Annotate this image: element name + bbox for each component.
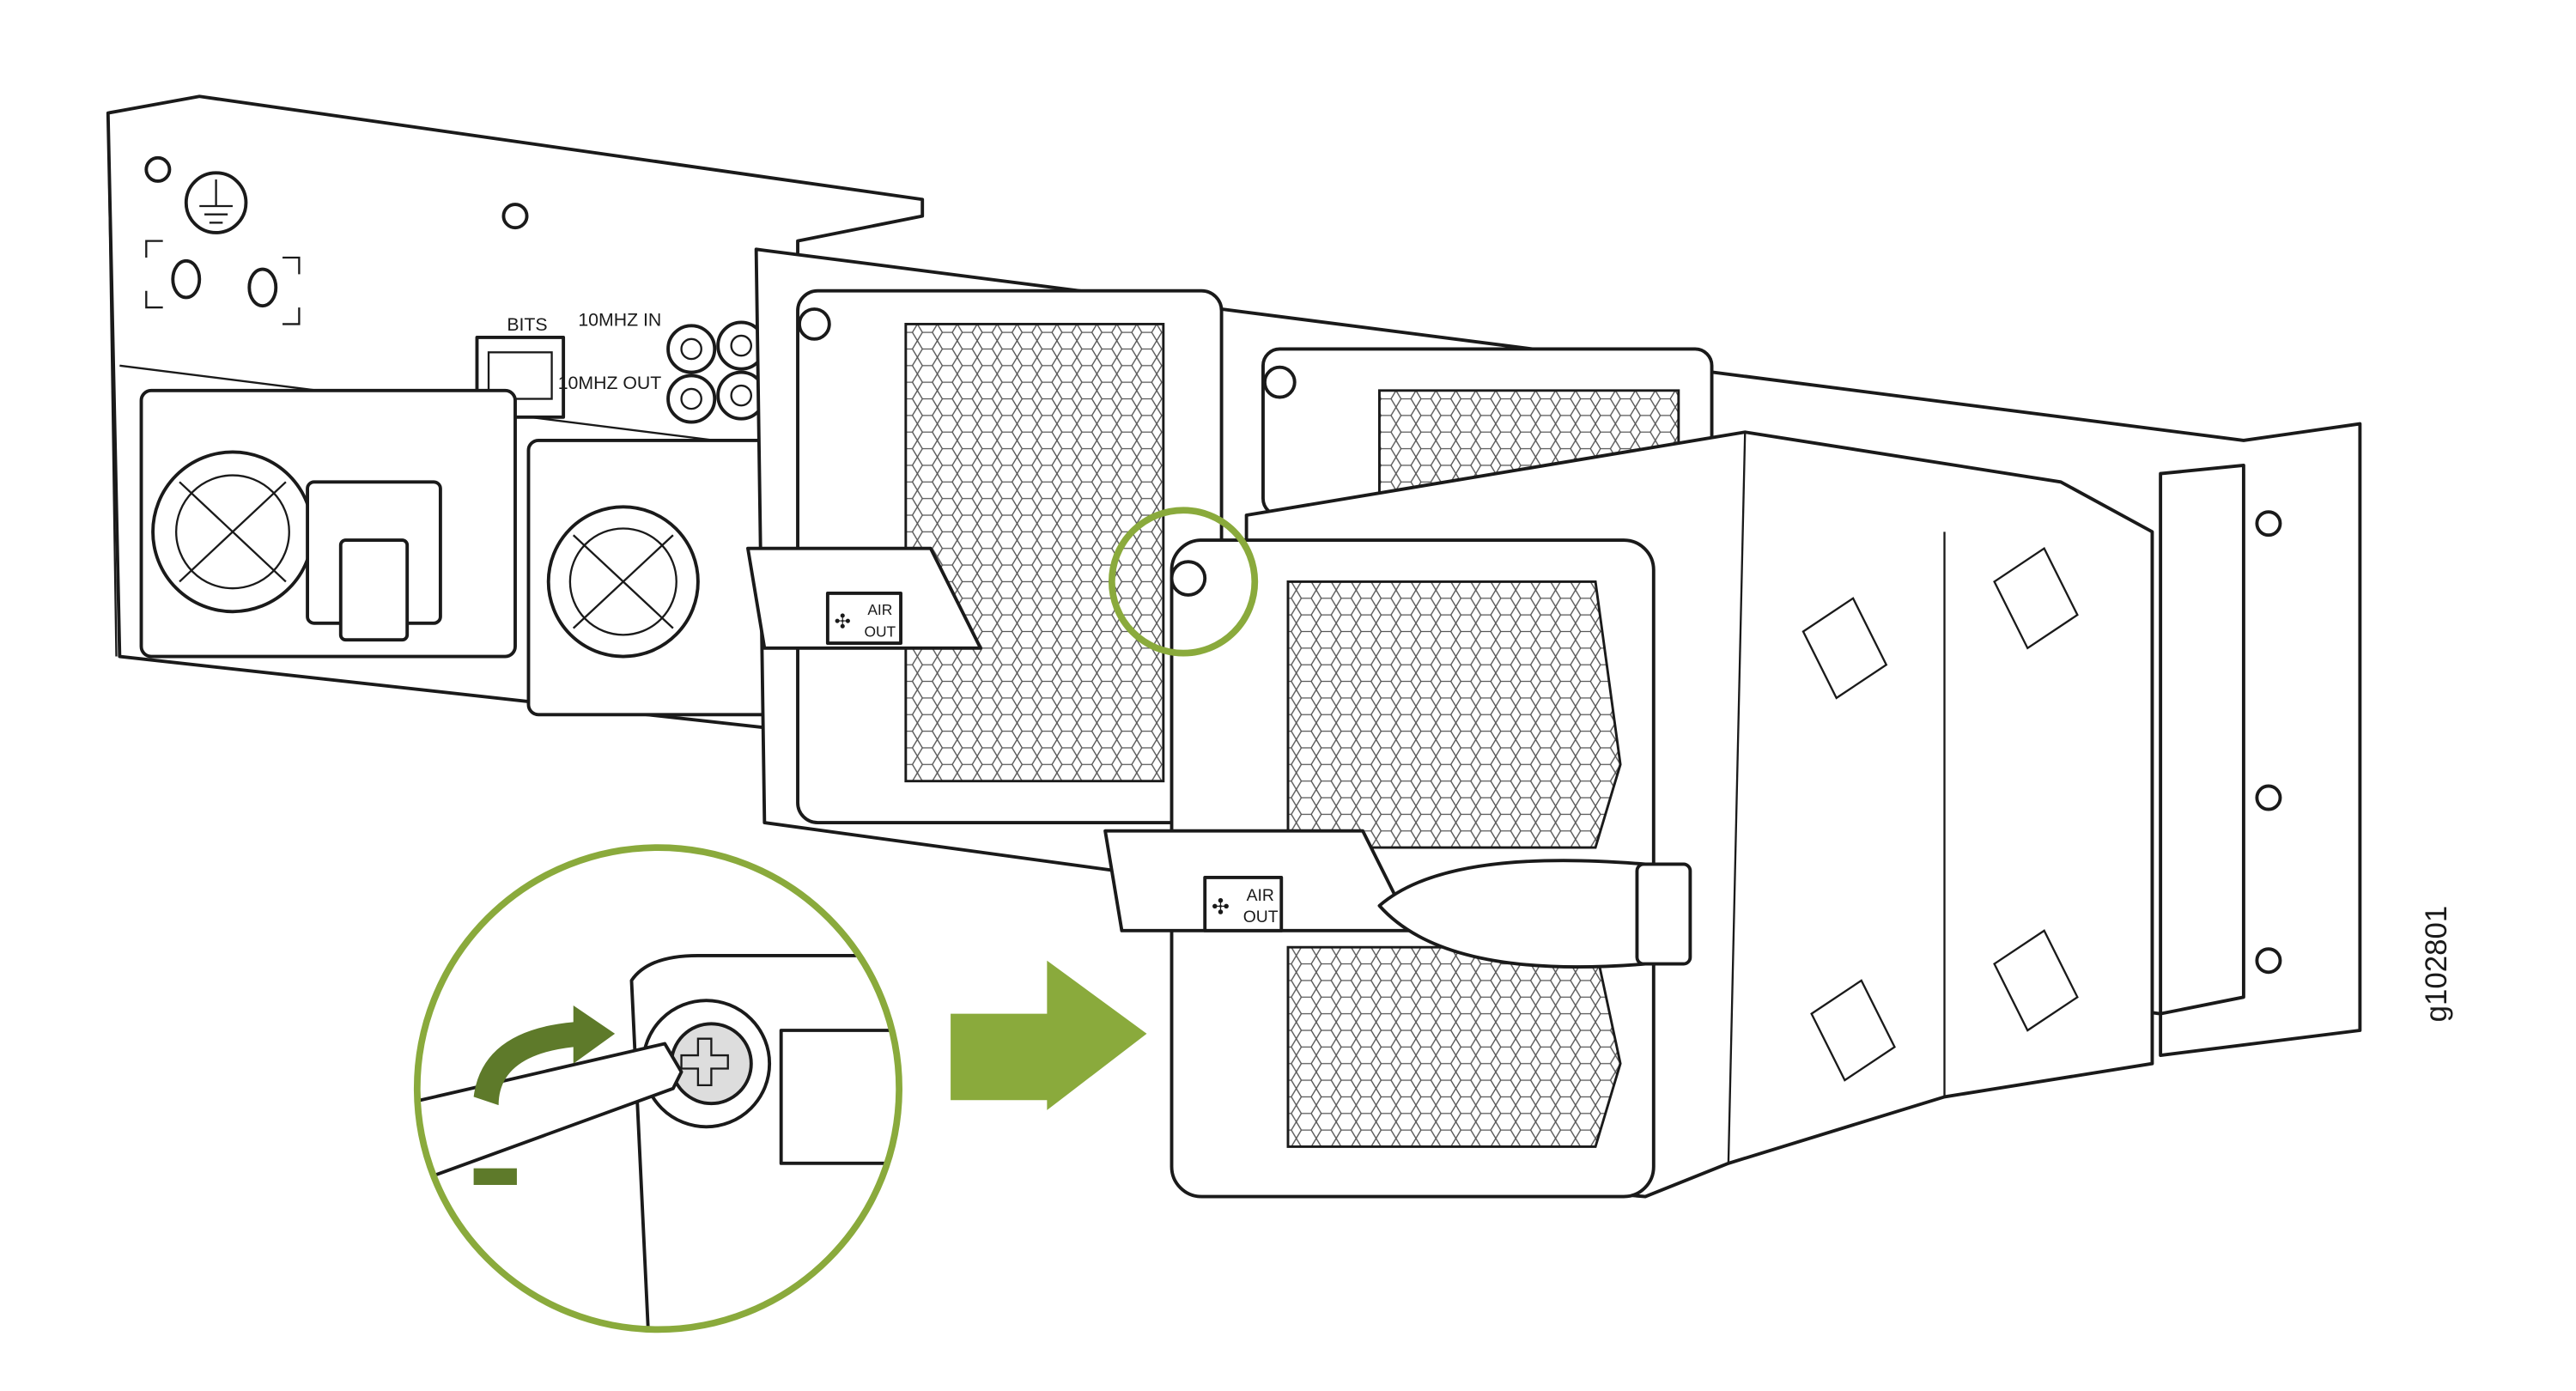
svg-text:OUT: OUT [864,623,896,640]
captive-screw [670,1022,753,1106]
clock-out-label: 10MHZ OUT [558,373,662,393]
svg-text:OUT: OUT [1243,908,1279,926]
figure-id: g102801 [2420,906,2453,1023]
fan-icon: ✣ [1212,896,1230,920]
power-supply-2 [526,438,780,717]
svg-text:AIR: AIR [867,601,892,618]
captive-screw-highlight [1108,507,1259,657]
rotation-tail [473,1168,517,1185]
air-out-label-1 [825,592,902,645]
svg-text:AIR: AIR [1247,886,1274,905]
pull-direction-arrow-icon [951,960,1147,1110]
air-out-label-2 [1203,876,1284,932]
screw-detail-callout [413,844,902,1333]
fan-icon: ✣ [835,610,851,633]
screwdriver [416,1042,683,1190]
bits-label: BITS [507,314,547,335]
power-supply-1 [139,388,517,659]
clock-in-label: 10MHZ IN [578,309,661,330]
rotate-clockwise-icon [473,1005,616,1106]
fan-module-extracted: AIR OUT ✣ [1103,430,2154,1199]
ground-symbol-icon [184,171,248,234]
